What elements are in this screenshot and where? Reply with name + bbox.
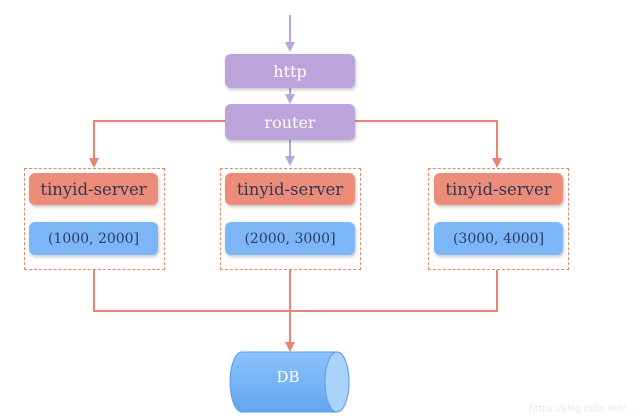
db-cylinder-icon [229, 351, 350, 413]
right-server-to-db-line [290, 270, 498, 312]
server-group-right [428, 168, 569, 270]
router-to-left-server-arrow [89, 120, 225, 168]
server-group-center [220, 168, 361, 270]
server-node-left: tinyid-server [29, 173, 158, 205]
id-range-left: (1000, 2000] [29, 222, 158, 255]
id-range-center: (2000, 3000] [225, 222, 355, 255]
id-range-right: (3000, 4000] [434, 222, 563, 255]
server-group-left [24, 168, 165, 270]
watermark: https://blog.csdn.net/... [529, 404, 634, 414]
server-node-center: tinyid-server [225, 173, 355, 205]
server-node-right: tinyid-server [434, 173, 563, 205]
router-to-right-server-arrow [355, 120, 502, 168]
left-server-to-db-line [93, 270, 290, 312]
http-node: http [225, 54, 355, 88]
router-node: router [225, 104, 355, 140]
db-label: DB [276, 368, 300, 386]
